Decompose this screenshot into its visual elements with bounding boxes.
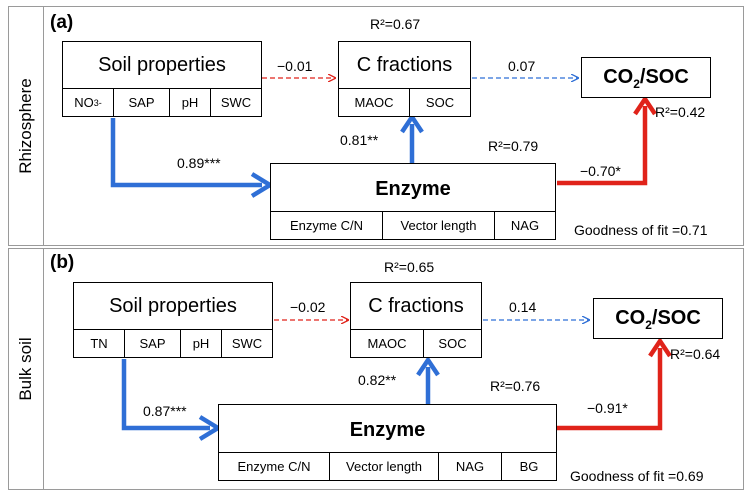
soil-properties-box-b: Soil properties TN SAP pH SWC xyxy=(73,282,273,358)
enzyme-box-b: Enzyme Enzyme C/N Vector length NAG BG xyxy=(218,404,557,481)
panel-label-b: (b) xyxy=(50,252,75,273)
path-soil-enzyme-b xyxy=(121,359,210,431)
panel-b: Bulk soil xyxy=(8,248,744,490)
panel-a: Rhizosphere xyxy=(8,6,744,246)
coef-soil-enzyme-a: 0.89*** xyxy=(177,155,221,171)
enzyme-r2-a: R²=0.79 xyxy=(488,138,539,154)
co2-soc-r2-b: R²=0.64 xyxy=(670,346,721,362)
path-enzyme-co2-a xyxy=(557,106,648,186)
soil-cell-ph-a: pH xyxy=(169,89,210,116)
c-fractions-title-a: C fractions xyxy=(356,54,453,76)
soil-cell-swc-b: SWC xyxy=(221,330,272,357)
path-enzyme-co2-b xyxy=(557,348,663,431)
enzyme-title-a: Enzyme xyxy=(375,178,451,200)
coef-enzyme-c-b: 0.82** xyxy=(358,372,397,388)
path-soil-enzyme-a xyxy=(110,118,262,188)
enzyme-cell-nag-a: NAG xyxy=(494,212,555,239)
c-cell-maoc-b: MAOC xyxy=(367,336,407,351)
goodness-of-fit-b: Goodness of fit =0.69 xyxy=(570,468,704,484)
goodness-of-fit-a: Goodness of fit =0.71 xyxy=(574,222,708,238)
co2-soc-title-a: CO2/SOC xyxy=(582,66,710,91)
enzyme-title-b: Enzyme xyxy=(349,419,426,441)
coef-c-co2-b: 0.14 xyxy=(509,299,537,315)
co2-soc-prefix-a: CO xyxy=(603,66,634,88)
soil-cell-tn-b: TN xyxy=(90,336,108,351)
soil-cell-no3-subscript: 3 xyxy=(93,97,99,108)
soil-cell-swc-a: SWC xyxy=(210,89,261,116)
enzyme-r2-b: R²=0.76 xyxy=(490,378,541,394)
c-fractions-box-a: C fractions MAOC SOC xyxy=(338,41,471,117)
coef-enzyme-co2-b: −0.91* xyxy=(587,400,628,416)
soil-properties-title-a: Soil properties xyxy=(98,54,226,76)
enzyme-cell-cn-b: Enzyme C/N xyxy=(237,459,311,474)
enzyme-cells-b: Enzyme C/N Vector length NAG BG xyxy=(219,452,556,480)
enzyme-cell-vector-b: Vector length xyxy=(329,453,438,480)
enzyme-cells-a: Enzyme C/N Vector length NAG xyxy=(271,211,555,239)
co2-soc-box-b: CO2/SOC xyxy=(593,298,723,339)
c-fractions-box-b: C fractions MAOC SOC xyxy=(350,282,482,358)
soil-cell-ph-b: pH xyxy=(180,330,221,357)
co2-soc-r2-a: R²=0.42 xyxy=(655,104,706,120)
enzyme-cell-cn-a: Enzyme C/N xyxy=(290,218,363,233)
arrowhead-enzyme-co2-b xyxy=(648,336,672,358)
coef-c-co2-a: 0.07 xyxy=(508,58,536,74)
co2-soc-title-b: CO2/SOC xyxy=(594,307,722,332)
co2-soc-prefix-b: CO xyxy=(615,307,646,329)
c-cell-soc-a: SOC xyxy=(409,89,470,116)
co2-soc-suffix-a: /SOC xyxy=(639,66,689,88)
arrowhead-enzyme-c-b xyxy=(416,355,440,377)
coef-soil-enzyme-b: 0.87*** xyxy=(143,403,187,419)
soil-properties-cells-b: TN SAP pH SWC xyxy=(74,329,272,357)
panel-label-a: (a) xyxy=(50,12,74,33)
soil-cell-no3-text: NO xyxy=(74,95,94,110)
c-cell-maoc-a: MAOC xyxy=(354,95,394,110)
side-column-a: Rhizosphere xyxy=(9,7,44,245)
soil-properties-title-b: Soil properties xyxy=(109,295,237,317)
c-cell-soc-b: SOC xyxy=(423,330,481,357)
co2-soc-box-a: CO2/SOC xyxy=(581,57,711,98)
enzyme-cell-nag-b: NAG xyxy=(438,453,501,480)
coef-soil-c-a: −0.01 xyxy=(277,58,313,74)
enzyme-box-a: Enzyme Enzyme C/N Vector length NAG xyxy=(270,163,556,240)
c-fractions-r2-a: R²=0.67 xyxy=(370,16,421,32)
c-fractions-r2-b: R²=0.65 xyxy=(384,259,435,275)
enzyme-cell-vector-a: Vector length xyxy=(382,212,494,239)
c-fractions-title-b: C fractions xyxy=(368,295,464,317)
coef-soil-c-b: −0.02 xyxy=(290,299,326,315)
soil-cell-sap-b: SAP xyxy=(124,330,180,357)
co2-soc-suffix-b: /SOC xyxy=(651,307,701,329)
coef-enzyme-c-a: 0.81** xyxy=(340,132,379,148)
c-fractions-cells-b: MAOC SOC xyxy=(351,329,481,357)
co2-soc-subscript-a: 2 xyxy=(633,77,640,91)
co2-soc-subscript-b: 2 xyxy=(645,318,652,332)
side-column-b: Bulk soil xyxy=(9,249,44,489)
c-fractions-cells-a: MAOC SOC xyxy=(339,88,470,116)
arrowhead-enzyme-co2-a xyxy=(633,94,657,116)
soil-cell-sap-a: SAP xyxy=(113,89,169,116)
arrowhead-enzyme-c-a xyxy=(400,112,424,134)
coef-enzyme-co2-a: −0.70* xyxy=(580,163,621,179)
enzyme-cell-bg-b: BG xyxy=(501,453,556,480)
soil-cell-no3-superscript: - xyxy=(98,97,102,108)
